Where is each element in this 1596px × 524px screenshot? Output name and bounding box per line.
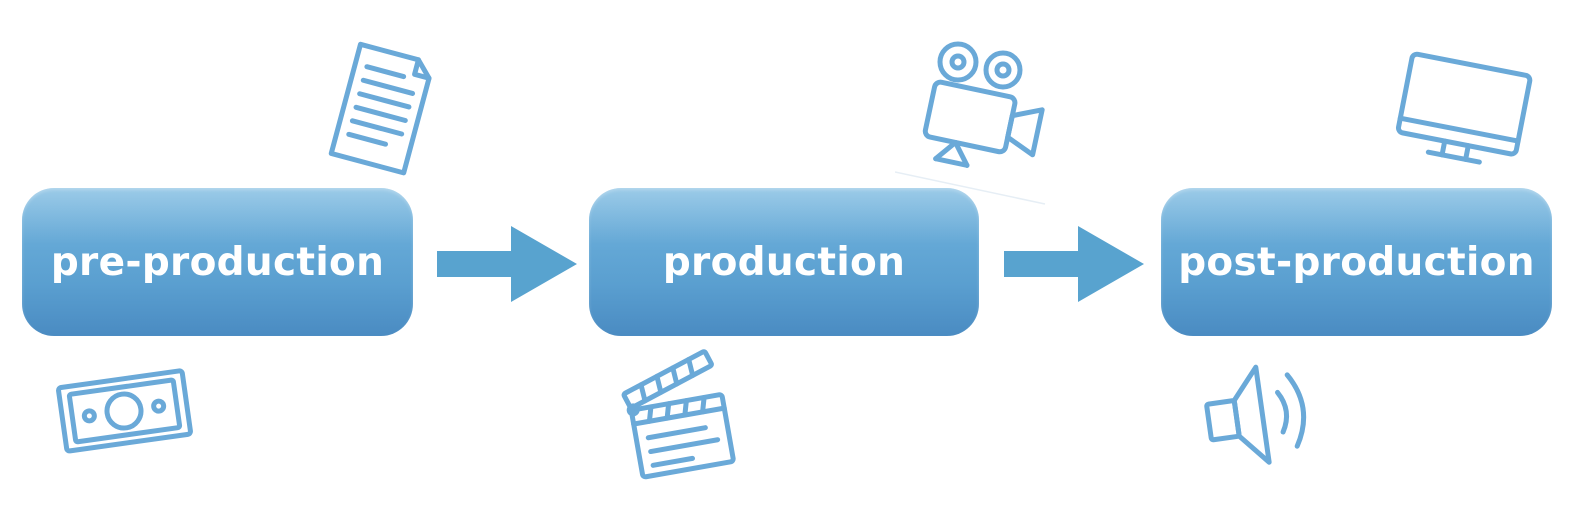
stage-label: pre-production bbox=[50, 239, 385, 285]
money-icon bbox=[52, 365, 197, 457]
stage-pre-production: pre-production bbox=[22, 188, 413, 336]
document-icon bbox=[325, 40, 440, 176]
clapperboard-icon bbox=[620, 349, 740, 480]
monitor-icon bbox=[1393, 50, 1533, 175]
speaker-icon bbox=[1198, 360, 1323, 465]
stage-production: production bbox=[589, 188, 979, 336]
stage-label: production bbox=[662, 239, 906, 285]
divider-line bbox=[895, 171, 1046, 205]
flow-arrow-icon bbox=[1004, 226, 1144, 302]
flow-arrow-icon bbox=[437, 226, 577, 302]
film-camera-icon bbox=[915, 38, 1050, 178]
stage-label: post-production bbox=[1178, 239, 1535, 285]
stage-post-production: post-production bbox=[1161, 188, 1552, 336]
